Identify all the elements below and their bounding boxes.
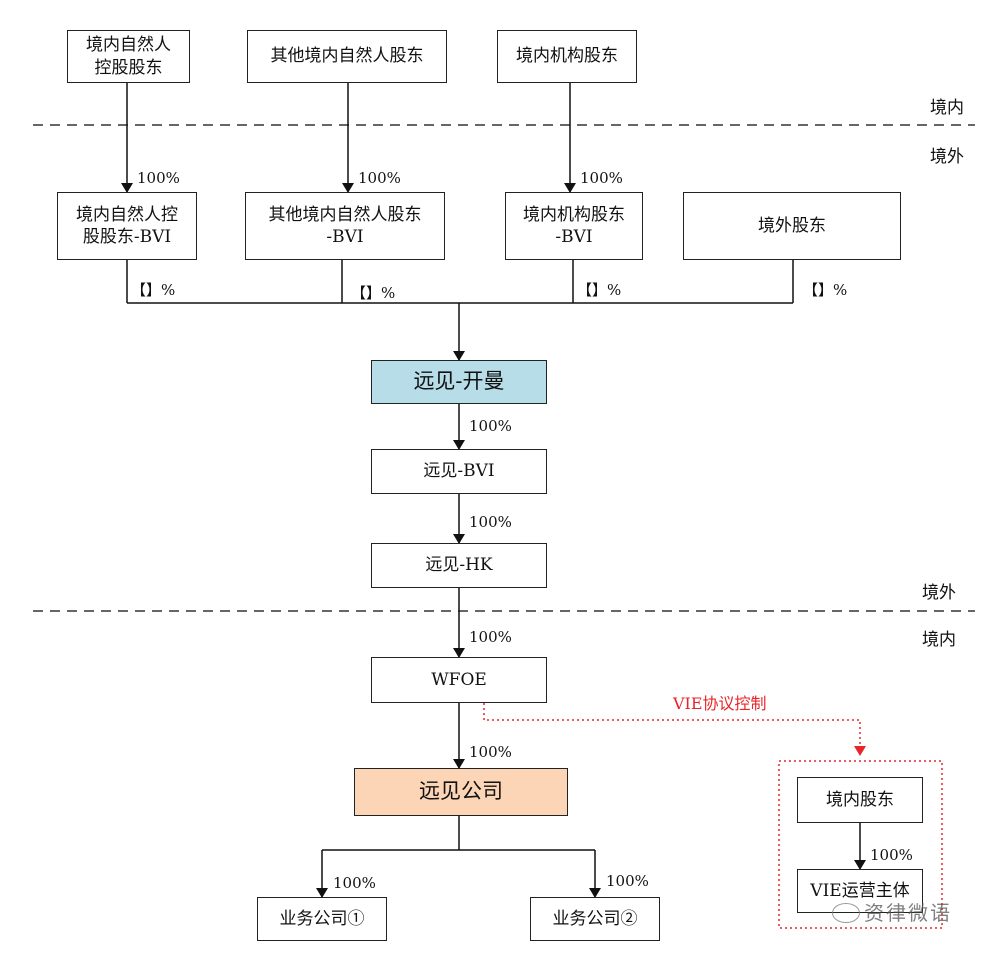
- label-s3-b3: 100%: [580, 169, 623, 187]
- node-bvi: 远见-BVI: [371, 449, 547, 494]
- label-vie-control: VIE协议控制: [673, 694, 767, 713]
- node-business-company-1: 业务公司①: [257, 897, 387, 941]
- vie-control-line: [483, 703, 866, 756]
- label-company-biz1: 100%: [333, 874, 376, 892]
- node-domestic-controlling-shareholder: 境内自然人 控股股东: [67, 30, 190, 83]
- node-vie-entity: VIE运营主体: [797, 869, 923, 913]
- region-label-inside-top: 境内: [930, 98, 964, 118]
- vie-group-frame: [778, 760, 943, 929]
- wechat-icon: [832, 903, 860, 923]
- label-company-biz2: 100%: [606, 872, 649, 890]
- watermark-text: 资律微语: [864, 901, 952, 925]
- node-business-company-2: 业务公司②: [530, 897, 660, 941]
- region-label-outside-top: 境外: [930, 147, 964, 167]
- node-hk: 远见-HK: [371, 543, 547, 588]
- label-cayman-bvi: 100%: [469, 417, 512, 435]
- label-b3-share: 【】%: [577, 281, 622, 299]
- node-controlling-bvi: 境内自然人控 股股东-BVI: [57, 192, 197, 260]
- node-other-domestic-individuals: 其他境内自然人股东: [247, 30, 447, 83]
- node-domestic-institution: 境内机构股东: [497, 30, 637, 83]
- label-s1-b1: 100%: [137, 169, 180, 187]
- node-vie-domestic-shareholder: 境内股东: [797, 777, 923, 823]
- watermark: 资律微语: [832, 897, 952, 926]
- label-b4-share: 【】%: [803, 281, 848, 299]
- node-other-individuals-bvi: 其他境内自然人股东 -BVI: [245, 192, 445, 260]
- label-bvi-hk: 100%: [469, 513, 512, 531]
- node-cayman: 远见-开曼: [371, 360, 547, 404]
- label-b1-share: 【】%: [131, 281, 176, 299]
- region-label-outside-mid: 境外: [922, 583, 956, 603]
- label-wfoe-company: 100%: [469, 743, 512, 761]
- label-vie-inner: 100%: [870, 846, 913, 864]
- node-overseas-shareholder: 境外股东: [683, 192, 901, 260]
- label-hk-wfoe: 100%: [469, 628, 512, 646]
- node-institution-bvi: 境内机构股东 -BVI: [505, 192, 643, 260]
- node-company: 远见公司: [354, 768, 568, 816]
- region-label-inside-mid: 境内: [922, 630, 956, 650]
- label-b2-share: 【】%: [351, 284, 396, 302]
- node-wfoe: WFOE: [371, 657, 547, 703]
- label-s2-b2: 100%: [358, 169, 401, 187]
